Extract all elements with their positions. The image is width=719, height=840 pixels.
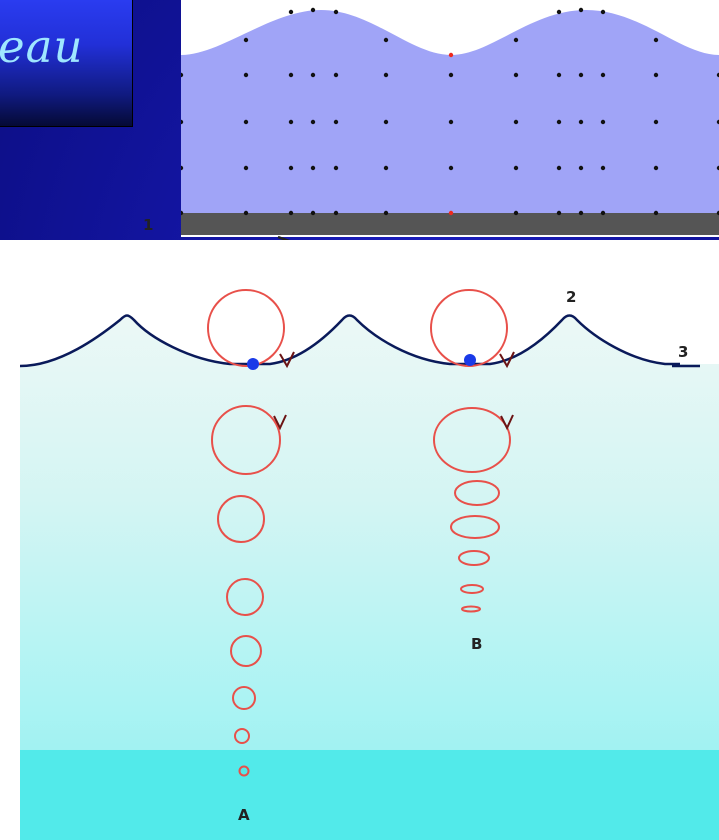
orbital-motion-svg: 2 3 B A [0, 240, 719, 840]
particle-dot [601, 120, 605, 124]
particle-dot [311, 211, 315, 215]
particle-dot [311, 8, 315, 12]
particle-dot [514, 166, 518, 170]
particle-dot [449, 166, 453, 170]
particle-dot [654, 211, 658, 215]
particle-dot [601, 10, 605, 14]
particle-dot [449, 120, 453, 124]
particle-dot [244, 120, 248, 124]
particle-a-dot [247, 358, 259, 370]
particle-dot [514, 38, 518, 42]
particle-dot [334, 166, 338, 170]
particle-motion-diagram [181, 0, 719, 237]
title-box: eau [0, 0, 133, 127]
particle-dot [289, 73, 293, 77]
particle-dot [557, 211, 561, 215]
particle-dot [654, 38, 658, 42]
particle-dot [384, 73, 388, 77]
label-3: 3 [678, 343, 688, 361]
particle-dot [449, 211, 453, 215]
particle-dot [579, 8, 583, 12]
particle-grid-svg [181, 0, 719, 237]
particle-dot [449, 73, 453, 77]
particle-dot [579, 120, 583, 124]
particle-dot [311, 73, 315, 77]
particle-dot [334, 10, 338, 14]
particle-dot [557, 166, 561, 170]
particle-dot [334, 211, 338, 215]
particle-dot [557, 120, 561, 124]
particle-dot [289, 166, 293, 170]
deep-water-band [20, 750, 719, 840]
label-a: A [238, 806, 250, 824]
particle-dot [384, 38, 388, 42]
particle-dot [557, 10, 561, 14]
orbital-motion-diagram: 2 3 B A [0, 240, 719, 840]
particle-dot [334, 120, 338, 124]
particle-dot [654, 166, 658, 170]
particle-dot [244, 166, 248, 170]
particle-dot [311, 166, 315, 170]
particle-dot [289, 10, 293, 14]
particle-dot [334, 73, 338, 77]
label-b: B [471, 635, 482, 653]
particle-b-dot [464, 354, 476, 366]
title-text: eau [0, 20, 83, 73]
particle-dot [514, 73, 518, 77]
particle-dot [654, 73, 658, 77]
wave-water-body [181, 10, 719, 213]
particle-dot [579, 73, 583, 77]
particle-dot [311, 120, 315, 124]
particle-dot [601, 211, 605, 215]
particle-dot [244, 38, 248, 42]
particle-dot [384, 166, 388, 170]
particle-dot [289, 120, 293, 124]
particle-dot [244, 73, 248, 77]
particle-dot [654, 120, 658, 124]
particle-dot [514, 211, 518, 215]
particle-dot [601, 166, 605, 170]
label-2: 2 [566, 288, 576, 306]
label-1: 1 [143, 216, 153, 234]
particle-dot [384, 211, 388, 215]
particle-dot [579, 211, 583, 215]
particle-dot [384, 120, 388, 124]
particle-dot [579, 166, 583, 170]
particle-dot [557, 73, 561, 77]
marked-particle-dot [449, 53, 453, 57]
particle-dot [514, 120, 518, 124]
particle-dot [601, 73, 605, 77]
